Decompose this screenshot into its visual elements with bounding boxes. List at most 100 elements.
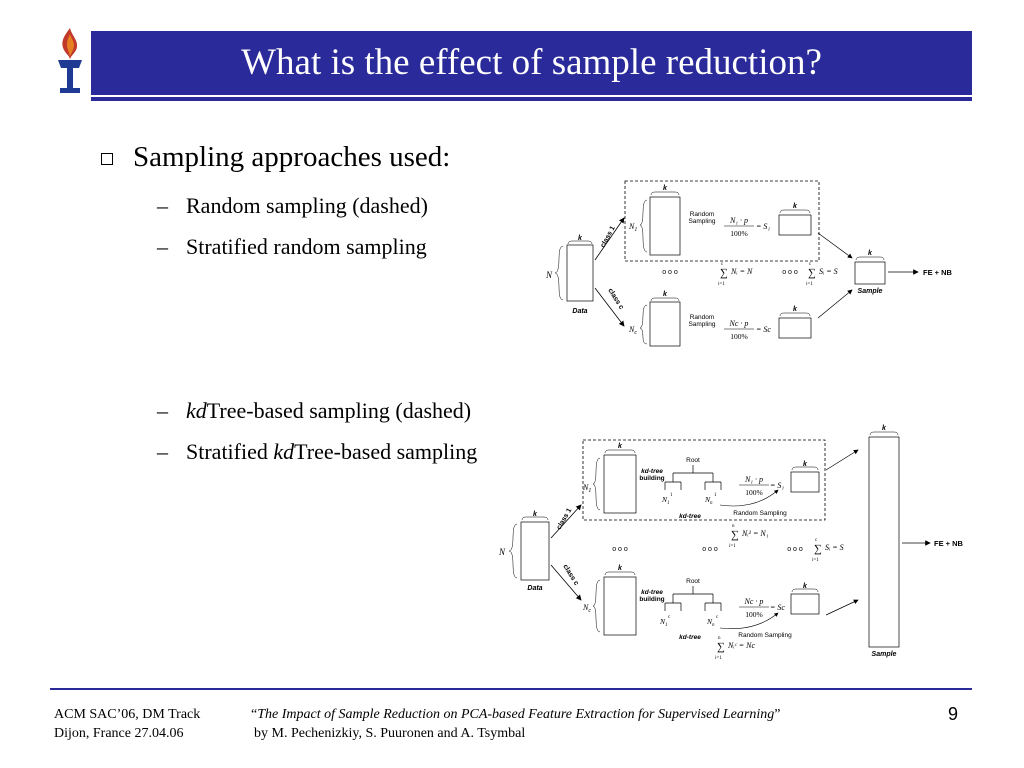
svg-text:class c: class c [561,563,579,587]
svg-text:Nc: Nc [628,325,637,336]
sub-item-kdtree: kdTree-based sampling (dashed) [186,398,472,423]
svg-text:kd-tree: kd-tree [679,513,701,520]
svg-text:Nc · p: Nc · p [729,319,749,328]
svg-text:N1: N1 [628,222,637,233]
svg-text:c: c [809,262,812,267]
svg-text:kd-tree: kd-tree [641,468,663,475]
footer-venue: ACM SAC’06, DM Track [54,707,201,722]
sample-block [854,261,886,285]
svg-text:∑: ∑ [808,267,816,279]
main-bullet: Sampling approaches used: [133,141,451,173]
classc-arrow [594,287,625,327]
svg-text:Root: Root [686,578,700,585]
sub-item-stratified-kdtree: Stratified kdTree-based sampling [186,439,478,464]
sub-item-random: Random sampling (dashed) [186,193,428,218]
svg-text:o o o: o o o [662,269,678,276]
output-label: FE + NB [923,268,953,277]
svg-text:N1: N1 [582,483,591,494]
svg-text:kd-tree: kd-tree [641,589,663,596]
svg-text:c: c [721,262,724,267]
kdtree-sampling-diagram: k N Data class 1 class c k N1 kd-tree bu… [498,425,964,661]
svg-text:o o o: o o o [782,269,798,276]
svg-text:k: k [868,250,873,257]
svg-text:c: c [815,538,818,543]
dash-2: – [157,234,168,259]
sample-block-kd [868,436,900,648]
data-label: Data [572,308,587,315]
svg-text:Nc · p: Nc · p [744,597,764,606]
svg-text:Nn: Nn [704,495,713,506]
svg-text:i=1: i=1 [729,544,736,549]
svg-text:100%: 100% [745,488,763,497]
svg-text:Nᵢᶜ = Nc: Nᵢᶜ = Nc [727,641,755,650]
kd-italic-2: kd [273,439,295,464]
svg-text:c: c [668,615,671,620]
svg-text:k: k [882,425,887,432]
svg-text:k: k [803,461,808,468]
svg-text:i=1: i=1 [718,282,725,287]
svg-text:= Sc: = Sc [756,325,771,334]
svg-text:Nᵢ = N: Nᵢ = N [730,267,753,276]
svg-text:o o o: o o o [612,546,628,553]
svg-text:i=1: i=1 [806,282,813,287]
svg-text:∑: ∑ [720,267,728,279]
svg-text:= Sc: = Sc [770,603,785,612]
svg-text:100%: 100% [730,229,748,238]
svg-text:Root: Root [686,457,700,464]
svg-text:N1: N1 [661,495,670,506]
svg-text:n: n [718,636,721,641]
svg-text:k: k [793,306,798,313]
svg-text:Nc: Nc [582,603,591,614]
data-k-label: k [578,235,583,242]
svg-text:k: k [533,511,538,518]
svg-text:k: k [663,291,668,298]
svg-text:N₁ · p: N₁ · p [744,475,763,484]
title-bar [91,31,972,95]
svg-text:class 1: class 1 [556,507,574,531]
svg-text:Sᵢ = S: Sᵢ = S [825,543,844,552]
svg-text:k: k [618,443,623,450]
sub-item-stratified: Stratified random sampling [186,234,427,259]
svg-text:Sᵢ = S: Sᵢ = S [819,267,838,276]
svg-text:Sampling: Sampling [688,218,715,225]
svg-text:100%: 100% [745,610,763,619]
svg-text:k: k [803,583,808,590]
dashed-region [624,180,820,262]
svg-text:Random: Random [690,211,715,218]
classc-label: class c [606,287,624,311]
class1-arrow [594,217,625,261]
output-label-kd: FE + NB [934,539,964,548]
svg-text:n: n [732,524,735,529]
svg-text:Data: Data [527,585,542,592]
svg-text:Sample: Sample [872,651,897,658]
svg-text:= S₁: = S₁ [770,481,784,490]
svg-text:building: building [639,475,664,482]
footer-location: Dijon, France 27.04.06 [54,726,184,741]
svg-text:Nn: Nn [706,617,715,628]
svg-text:100%: 100% [730,332,748,341]
svg-text:building: building [639,596,664,603]
svg-text:∑: ∑ [814,543,822,555]
slide-title: What is the effect of sample reduction? [241,42,822,83]
square-bullet-icon [101,153,113,165]
svg-text:1: 1 [670,493,673,498]
svg-text:∑: ∑ [717,641,725,653]
data-block-kd [520,521,550,581]
svg-text:i=1: i=1 [812,558,819,563]
svg-text:Random Sampling: Random Sampling [733,510,787,517]
data-n-label: N [545,270,553,280]
svg-text:k: k [663,185,668,192]
svg-text:N₁ · p: N₁ · p [729,216,748,225]
data-block [566,244,594,302]
footer-paper-title: “The Impact of Sample Reduction on PCA-b… [251,707,781,722]
svg-text:∑: ∑ [731,529,739,541]
svg-text:kd-tree: kd-tree [679,634,701,641]
svg-text:o o o: o o o [702,546,718,553]
sample-label: Sample [858,288,883,295]
svg-text:N: N [498,547,506,557]
university-logo [58,28,82,93]
footer-rule [50,688,972,690]
dash-3: – [157,398,168,423]
svg-text:i=1: i=1 [715,656,722,661]
svg-text:= S₁: = S₁ [756,222,770,231]
